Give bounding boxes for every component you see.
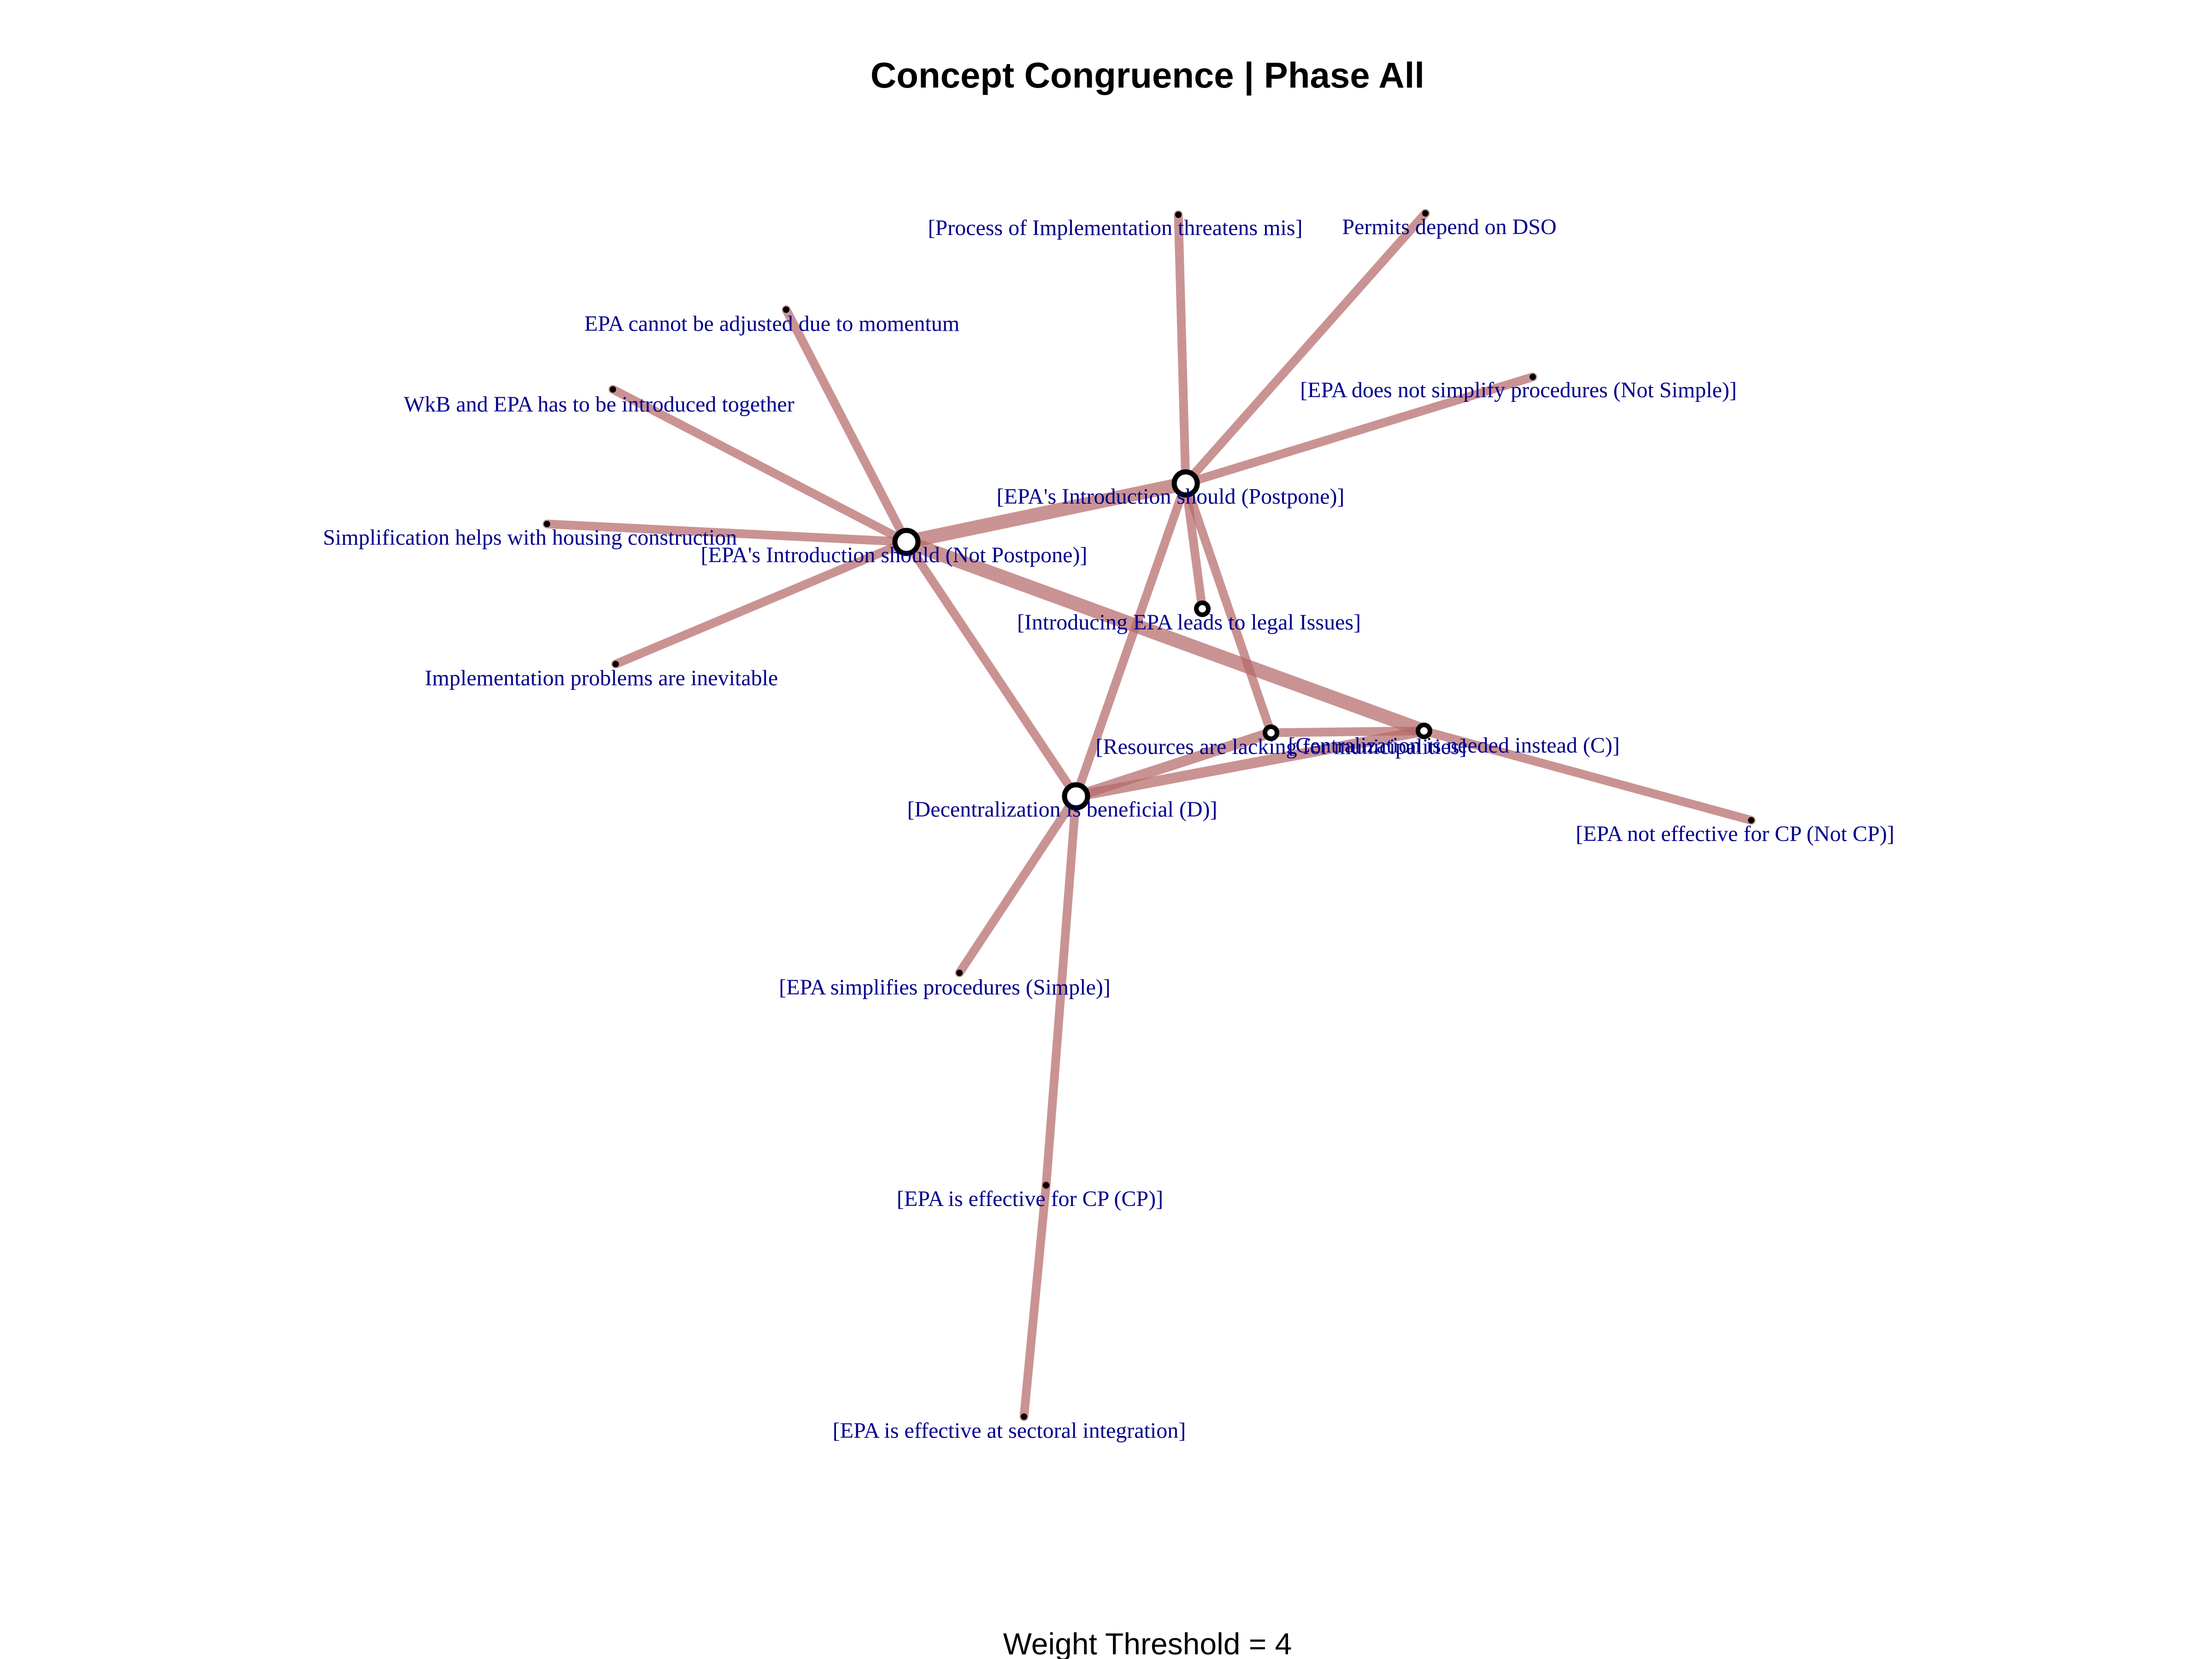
label-not_postpone: [EPA's Introduction should (Not Postpone… <box>701 543 1088 567</box>
weight-threshold-caption: Weight Threshold = 4 <box>1003 1627 1292 1659</box>
node-decentral <box>1062 782 1090 811</box>
edge-not_postpone-wkb <box>608 385 911 547</box>
edge-postpone-resources <box>1181 479 1276 737</box>
node-cp <box>1043 1182 1049 1188</box>
label-impl: Implementation problems are inevitable <box>425 666 778 690</box>
node-not_cp <box>1748 817 1754 824</box>
label-not_cp: [EPA not effective for CP (Not CP)] <box>1576 822 1894 846</box>
node-legal <box>1194 600 1211 617</box>
node-wkb <box>610 386 616 393</box>
label-centralization: [Centralization is needed instead (C)] <box>1288 733 1620 758</box>
label-postpone: [EPA's Introduction should (Postpone)] <box>997 484 1345 509</box>
node-impl <box>612 661 619 667</box>
node-process <box>1175 212 1182 218</box>
label-resources: [Resources are lacking for municipalitie… <box>1095 735 1466 759</box>
label-simple: [EPA simplifies procedures (Simple)] <box>779 975 1110 1000</box>
label-sectoral: [EPA is effective at sectoral integratio… <box>833 1418 1186 1443</box>
edge-not_postpone-impl <box>611 537 911 669</box>
label-legal: [Introducing EPA leads to legal Issues] <box>1017 610 1361 635</box>
edge-decentral-simple <box>955 792 1081 977</box>
label-momentum: EPA cannot be adjusted due to momentum <box>584 312 959 336</box>
label-housing: Simplification helps with housing constr… <box>323 525 737 550</box>
label-layer: [EPA's Introduction should (Not Postpone… <box>323 215 1894 1443</box>
edge-layer <box>542 209 1756 1421</box>
edge-centralization-not_cp <box>1419 726 1756 825</box>
node-resources <box>1263 724 1279 741</box>
node-simple <box>956 970 963 976</box>
node-postpone <box>1171 469 1200 498</box>
edge-not_postpone-centralization <box>899 535 1431 738</box>
label-permits: Permits depend on DSO <box>1342 215 1556 239</box>
node-not_postpone <box>892 528 921 556</box>
label-wkb: WkB and EPA has to be introduced togethe… <box>404 392 794 417</box>
edge-cp-sectoral <box>1019 1181 1051 1421</box>
label-not_simple: [EPA does not simplify procedures (Not S… <box>1300 378 1736 402</box>
edge-decentral-centralization <box>1071 725 1430 802</box>
edge-postpone-decentral <box>1071 479 1190 801</box>
edge-decentral-cp <box>1041 792 1081 1190</box>
edge-postpone-permits <box>1181 209 1430 488</box>
edge-postpone-process <box>1174 210 1190 488</box>
label-process: [Process of Implementation threatens mis… <box>928 216 1302 240</box>
diagram-title: Concept Congruence | Phase All <box>871 55 1424 95</box>
node-centralization <box>1416 723 1432 739</box>
node-momentum <box>783 306 789 313</box>
label-decentral: [Decentralization is beneficial (D)] <box>907 797 1218 822</box>
node-sectoral <box>1021 1413 1027 1420</box>
node-permits <box>1422 210 1429 217</box>
node-housing <box>544 521 550 527</box>
edge-centralization-resources <box>1266 726 1429 737</box>
edge-not_postpone-decentral <box>902 537 1081 801</box>
edge-not_postpone-momentum <box>782 305 911 547</box>
edge-not_postpone-housing <box>542 519 911 547</box>
edge-postpone-not_simple <box>1181 372 1537 488</box>
node-layer <box>544 210 1754 1420</box>
edge-not_postpone-postpone <box>899 476 1193 549</box>
label-cp: [EPA is effective for CP (CP)] <box>897 1187 1163 1211</box>
node-not_simple <box>1530 374 1536 380</box>
